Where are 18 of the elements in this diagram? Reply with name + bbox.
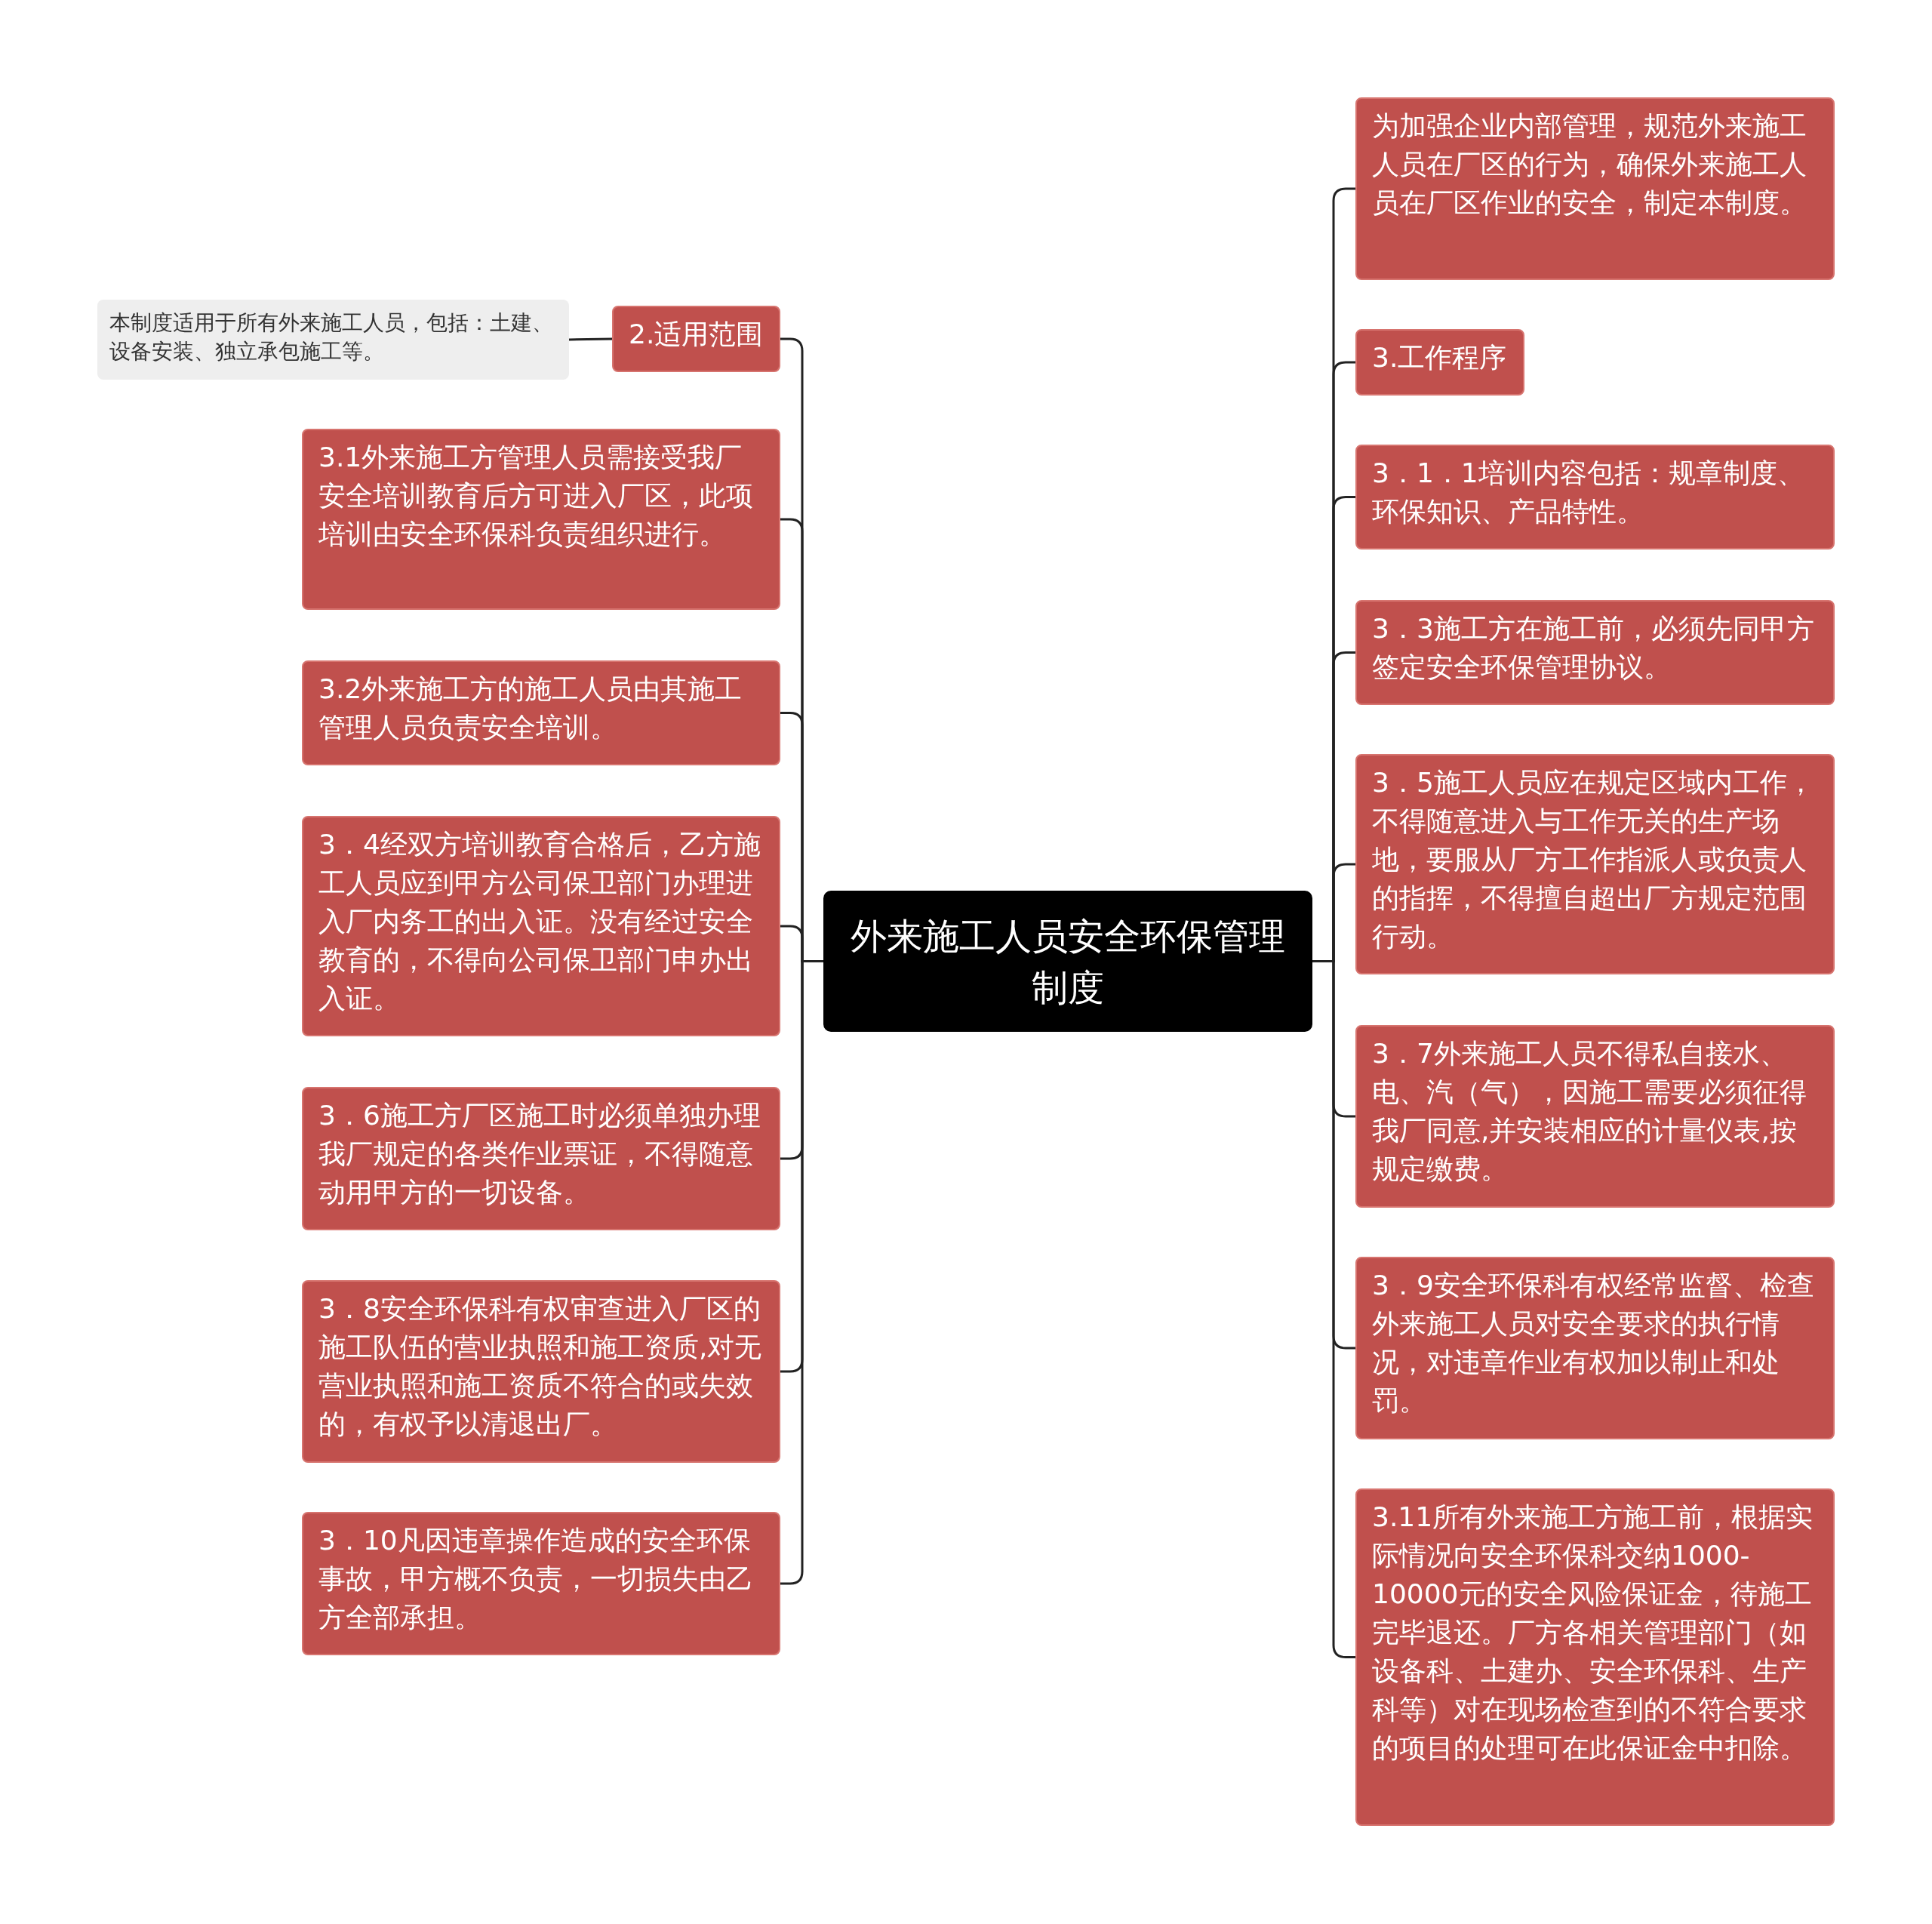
topic-box: 3．3施工方在施工前，必须先同甲方签定安全环保管理协议。: [1355, 600, 1835, 705]
topic-box: 3．8安全环保科有权审查进入厂区的施工队伍的营业执照和施工资质,对无营业执照和施工资质不符合的或失效的，有权予以清退出厂。: [302, 1280, 780, 1463]
topic-box: 3．9安全环保科有权经常监督、检查外来施工人员对安全要求的执行情况，对违章作业有权加以制止和处罚。: [1355, 1257, 1835, 1439]
central-topic-box: 外来施工人员安全环保管理制度: [823, 891, 1312, 1032]
topic-box: 3．10凡因违章操作造成的安全环保事故，甲方概不负责，一切损失由乙方全部承担。: [302, 1512, 780, 1655]
note-box: 本制度适用于所有外来施工人员，包括：土建、设备安装、独立承包施工等。: [97, 300, 569, 380]
topic-box: 2.适用范围: [612, 306, 780, 372]
topic-box: 3．5施工人员应在规定区域内工作，不得随意进入与工作无关的生产场地，要服从厂方工作指派人或负责人的指挥，不得擅自超出厂方规定范围行动。: [1355, 754, 1835, 974]
topic-box: 为加强企业内部管理，规范外来施工人员在厂区的行为，确保外来施工人员在厂区作业的安全，制定本制度。: [1355, 97, 1835, 280]
topic-box: 3.2外来施工方的施工人员由其施工管理人员负责安全培训。: [302, 660, 780, 765]
topic-box: 3.11所有外来施工方施工前，根据实际情况向安全环保科交纳1000-10000元的安全风险保证金，待施工完毕退还。厂方各相关管理部门（如设备科、土建办、安全环保科、生产科等）对在现场检查到的不符合要求的项目的处理可在此保证金中扣除。: [1355, 1488, 1835, 1826]
topic-box: 3.工作程序: [1355, 329, 1524, 396]
topic-box: 3.1外来施工方管理人员需接受我厂安全培训教育后方可进入厂区，此项培训由安全环保科负责组织进行。: [302, 429, 780, 610]
topic-box: 3．7外来施工人员不得私自接水、电、汽（气），因施工需要必须征得我厂同意,并安装相应的计量仪表,按规定缴费。: [1355, 1025, 1835, 1208]
topic-box: 3．1．1培训内容包括：规章制度、环保知识、产品特性。: [1355, 445, 1835, 549]
topic-box: 3．4经双方培训教育合格后，乙方施工人员应到甲方公司保卫部门办理进入厂内务工的出入证。没有经过安全教育的，不得向公司保卫部门申办出入证。: [302, 816, 780, 1036]
connector-line: [568, 337, 613, 341]
topic-box: 3．6施工方厂区施工时必须单独办理我厂规定的各类作业票证，不得随意动用甲方的一切设备。: [302, 1087, 780, 1230]
